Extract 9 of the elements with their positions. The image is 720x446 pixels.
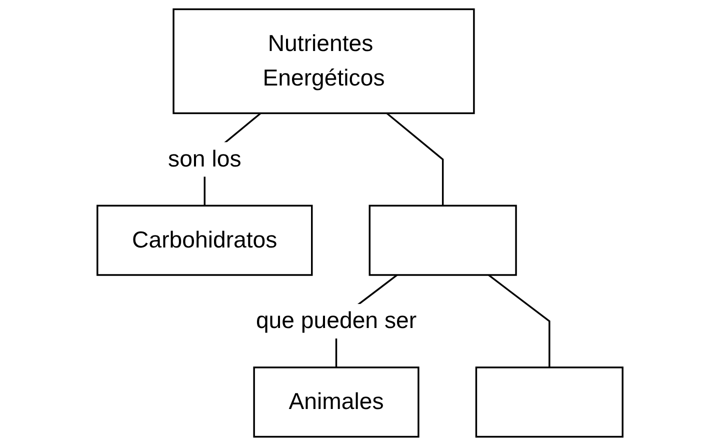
edge-label: son los [168,146,242,172]
edge-label: que pueden ser [256,308,417,334]
connector [386,112,444,206]
node-box: Nutrientes Energéticos [172,8,475,114]
node-box: Animales [253,366,420,438]
node-box [475,366,624,438]
node-box [368,204,517,276]
node-box: Carbohidratos [96,204,313,276]
connector [488,274,550,368]
